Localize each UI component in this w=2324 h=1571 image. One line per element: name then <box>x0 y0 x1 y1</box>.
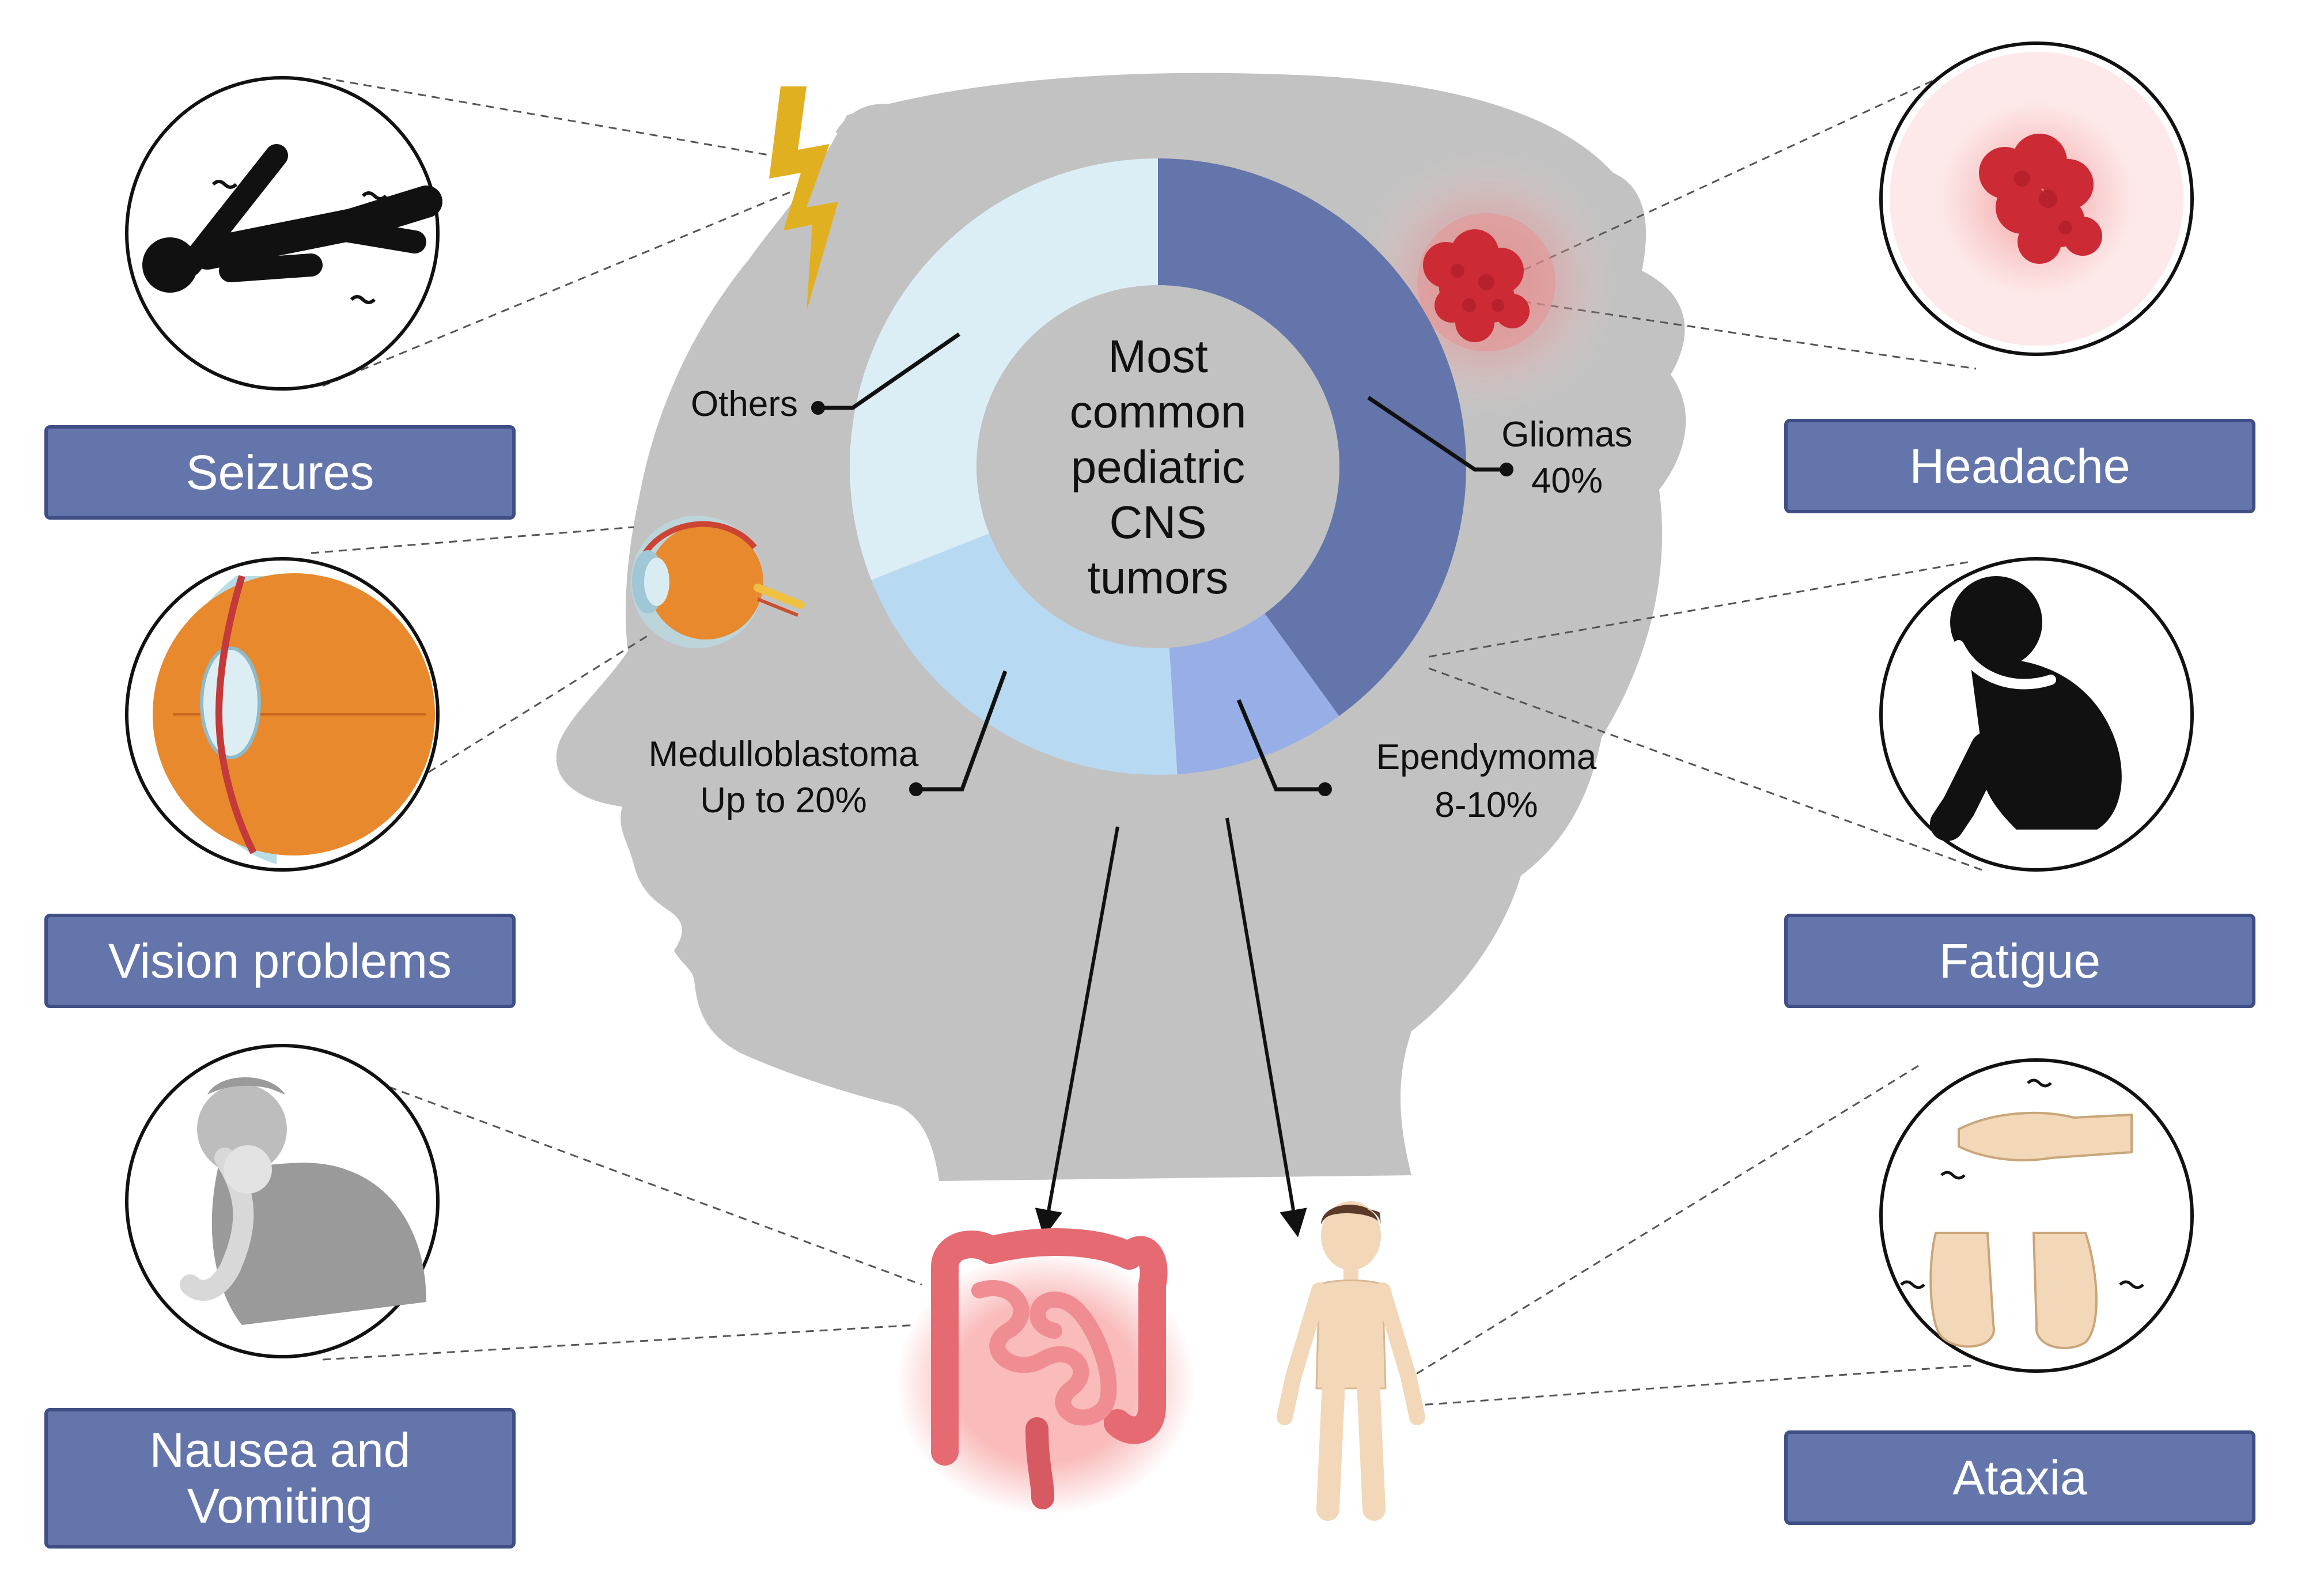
arrow-to-intestines <box>1035 826 1119 1237</box>
symptom-box-nausea-vomiting: Nausea and Vomiting <box>44 1408 516 1549</box>
fatigue-person-icon <box>1930 576 2122 841</box>
symptom-label: Ataxia <box>1952 1450 2087 1505</box>
intestines-icon <box>896 1228 1195 1515</box>
symptom-label: Headache <box>1909 438 2130 493</box>
donut-center <box>976 285 1339 648</box>
slice-label-others: Others <box>691 384 798 424</box>
symptom-label: Nausea and Vomiting <box>149 1423 411 1533</box>
eye-icon <box>631 516 805 648</box>
slice-value-gliomas: 40% <box>1531 461 1603 501</box>
symptom-box-fatigue: Fatigue <box>1784 914 2255 1008</box>
lightning-bolt-icon <box>769 86 838 311</box>
headache-tumor-icon <box>1890 52 2183 346</box>
symptom-box-vision-problems: Vision problems <box>44 914 516 1008</box>
donut-slice-medulloblastoma <box>871 533 1178 775</box>
symptom-label: Vision problems <box>108 933 452 988</box>
slice-label-connectors <box>818 332 1507 792</box>
symptom-label: Fatigue <box>1939 933 2101 988</box>
slice-label-ependymoma: Ependymoma <box>1376 737 1597 777</box>
center-label-line: common <box>1070 386 1247 437</box>
donut-slice-gliomas <box>1158 158 1467 716</box>
nausea-person-icon <box>180 1077 426 1325</box>
seizure-icon <box>142 144 442 304</box>
center-label-line: Most <box>1108 331 1208 382</box>
child-body-icon <box>1277 1201 1425 1521</box>
vision-eye-icon <box>153 573 435 864</box>
slice-label-gliomas: Gliomas <box>1501 415 1632 455</box>
symptom-box-ataxia: Ataxia <box>1784 1430 2255 1525</box>
symptom-box-headache: Headache <box>1784 419 2255 513</box>
donut-slice-others <box>850 158 1158 580</box>
arrow-to-child <box>1225 817 1307 1237</box>
slice-label-medulloblastoma: Medulloblastoma <box>649 735 919 774</box>
donut-slice-ependymoma <box>1169 613 1339 774</box>
slice-value-ependymoma: 8-10% <box>1434 785 1538 825</box>
tumor-donut-chart <box>850 158 1467 775</box>
symptom-box-seizures: Seizures <box>44 425 516 520</box>
ataxia-icon <box>1900 1078 2144 1349</box>
hair-tuft <box>835 104 910 150</box>
slice-label-dots <box>811 401 1513 796</box>
center-label-line: CNS <box>1110 497 1207 548</box>
leader-lines <box>299 62 1982 1407</box>
hair-tuft <box>1296 81 1406 127</box>
center-label-line: tumors <box>1088 552 1229 603</box>
symptom-label: Seizures <box>186 445 374 499</box>
center-label-line: pediatric <box>1071 441 1245 493</box>
slice-value-medulloblastoma: Up to 20% <box>700 781 867 820</box>
